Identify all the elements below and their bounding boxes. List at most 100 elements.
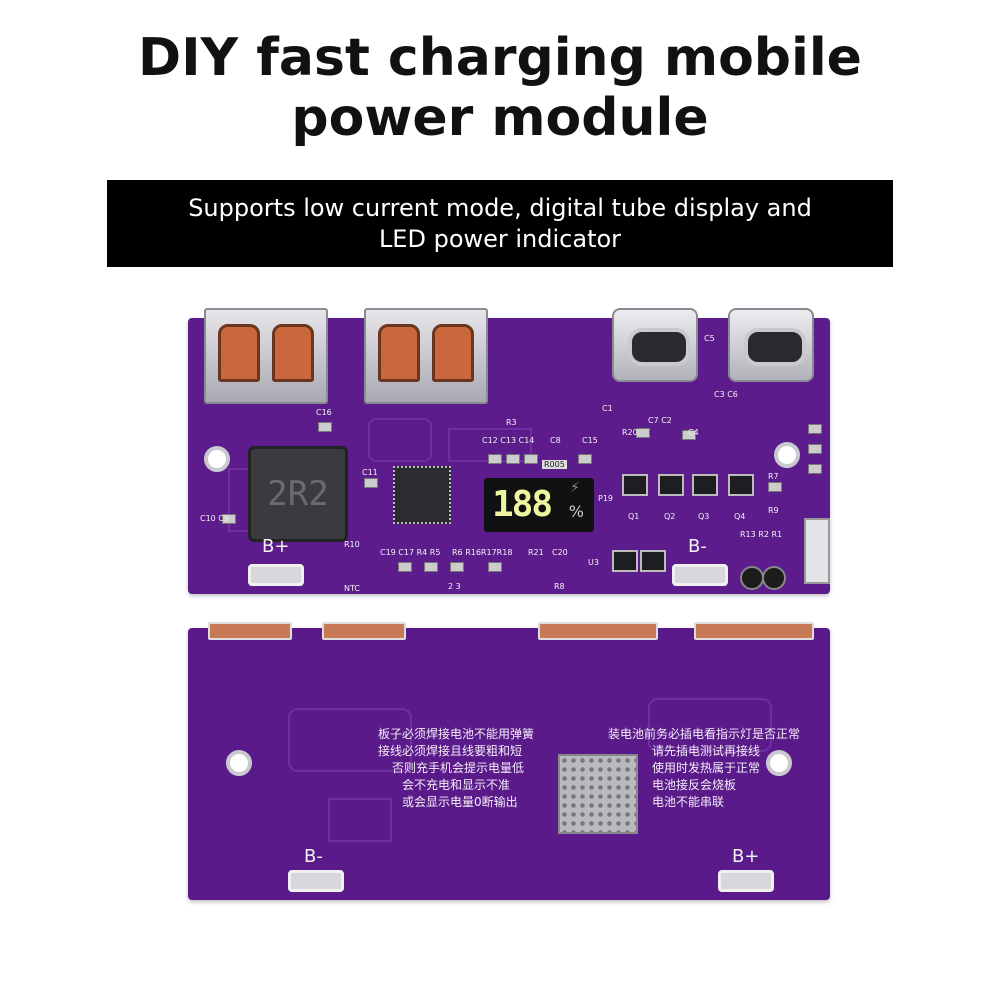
battery-minus-pad <box>288 870 344 892</box>
battery-terminal <box>740 566 764 590</box>
note-left-line: 接线必须焊接且线要粗和短 <box>378 744 523 758</box>
b-minus-label: B- <box>688 536 707 557</box>
silk-c7c2: C7 C2 <box>648 416 672 425</box>
smd-component <box>524 454 538 464</box>
usb-a-underside <box>208 622 292 640</box>
silk-c8: C8 <box>550 436 561 445</box>
smd-component <box>450 562 464 572</box>
usb-c-port-1 <box>612 308 698 382</box>
silk-r9: R9 <box>768 506 779 515</box>
smd-component <box>682 430 696 440</box>
mosfet-u3 <box>612 550 638 572</box>
silk-c19-row: C19 C17 R4 R5 <box>380 548 441 557</box>
pcb-trace <box>368 418 432 462</box>
note-left-line: 板子必须焊接电池不能用弹簧 <box>378 727 535 741</box>
note-left-line: 会不充电和显示不准 <box>402 778 511 792</box>
smd-component <box>808 464 822 474</box>
smd-component <box>222 514 236 524</box>
controller-chip <box>393 466 451 524</box>
silk-r10: R10 <box>344 540 360 549</box>
silk-q2: Q2 <box>664 512 676 521</box>
display-digits: 188 <box>492 484 553 525</box>
smd-component <box>578 454 592 464</box>
silk-r6-row: R6 R16R17R18 <box>452 548 513 557</box>
battery-plus-pad <box>718 870 774 892</box>
charging-bolt-icon: ⚡ <box>570 480 580 496</box>
usb-a-contact <box>218 324 260 382</box>
smd-component <box>398 562 412 572</box>
silk-r3: R3 <box>506 418 517 427</box>
silk-c15: C15 <box>582 436 598 445</box>
silk-c16: C16 <box>316 408 332 417</box>
mount-hole <box>766 750 792 776</box>
mosfet-q1 <box>622 474 648 496</box>
b-plus-label: B+ <box>262 536 290 557</box>
usb-a-contact <box>432 324 474 382</box>
smd-component <box>424 562 438 572</box>
silk-q1: Q1 <box>628 512 640 521</box>
title-line-1: DIY fast charging mobile <box>138 28 862 88</box>
usb-c-underside <box>694 622 814 640</box>
warning-note-right: 装电池前务必插电看指示灯是否正常 请先插电测试再接线 使用时发热属于正常 电池接… <box>608 726 800 811</box>
digital-tube-display: 188 ⚡ % <box>484 478 594 532</box>
battery-minus-pad <box>672 564 728 586</box>
silk-u3: U3 <box>588 558 599 567</box>
silk-r8: R8 <box>554 582 565 591</box>
silk-c20: C20 <box>552 548 568 557</box>
usb-a-contact <box>272 324 314 382</box>
smd-component <box>768 482 782 492</box>
usb-a-underside <box>322 622 406 640</box>
note-right-line: 请先插电测试再接线 <box>652 744 761 758</box>
usb-c-underside <box>538 622 658 640</box>
mount-hole <box>774 442 800 468</box>
inductor: 2R2 <box>248 446 348 542</box>
mount-hole <box>204 446 230 472</box>
smd-component <box>808 444 822 454</box>
silk-c1: C1 <box>602 404 613 413</box>
silk-r20: R20 <box>622 428 638 437</box>
silk-r7: R7 <box>768 472 779 481</box>
smd-component <box>488 562 502 572</box>
note-left-line: 否则充手机会提示电量低 <box>392 761 525 775</box>
smd-component <box>808 424 822 434</box>
display-percent-sign: % <box>568 502 584 521</box>
silk-c3c6: C3 C6 <box>714 390 738 399</box>
banner-line-2: LED power indicator <box>378 224 622 253</box>
smd-component <box>488 454 502 464</box>
usb-a-port-1 <box>204 308 328 404</box>
silk-r21: R21 <box>528 548 544 557</box>
ntc-label: NTC <box>344 584 360 593</box>
note-right-line: 装电池前务必插电看指示灯是否正常 <box>608 727 801 741</box>
battery-plus-pad <box>248 564 304 586</box>
silk-c4: C4 <box>688 428 699 437</box>
mosfet-q3 <box>692 474 718 496</box>
silk-r005: R005 <box>542 460 567 469</box>
silk-c5: C5 <box>704 334 715 343</box>
smd-component <box>636 428 650 438</box>
battery-terminal <box>762 566 786 590</box>
pcb-trace <box>328 798 392 842</box>
b-plus-label: B+ <box>732 846 760 867</box>
silk-q3: Q3 <box>698 512 710 521</box>
title-line-2: power module <box>291 88 709 148</box>
usb-a-port-2 <box>364 308 488 404</box>
b-minus-label: B- <box>304 846 323 867</box>
pcb-top-view: 2R2 188 ⚡ % B+ B- NTC C16 C11 C10 C9 R10… <box>188 308 830 594</box>
page-title: DIY fast charging mobile power module <box>0 28 1000 148</box>
usb-c-opening <box>628 328 690 366</box>
silk-c10c9: C10 C9 <box>200 514 229 523</box>
note-right-line: 电池接反会烧板 <box>652 778 737 792</box>
banner-line-1: Supports low current mode, digital tube … <box>188 193 812 222</box>
note-left-line: 或会显示电量0断输出 <box>402 795 518 809</box>
mosfet <box>640 550 666 572</box>
pcb-trace <box>288 708 412 772</box>
silk-2-3: 2 3 <box>448 582 461 591</box>
silk-q4: Q4 <box>734 512 746 521</box>
smd-component <box>364 478 378 488</box>
silk-c12-row: C12 C13 C14 <box>482 436 535 445</box>
pcb-bottom-view: 板子必须焊接电池不能用弹簧 接线必须焊接且线要粗和短 否则充手机会提示电量低 会… <box>188 622 830 900</box>
silk-p19: P19 <box>598 494 614 503</box>
smd-component <box>318 422 332 432</box>
slide-switch <box>804 518 830 584</box>
warning-note-left: 板子必须焊接电池不能用弹簧 接线必须焊接且线要粗和短 否则充手机会提示电量低 会… <box>378 726 534 811</box>
